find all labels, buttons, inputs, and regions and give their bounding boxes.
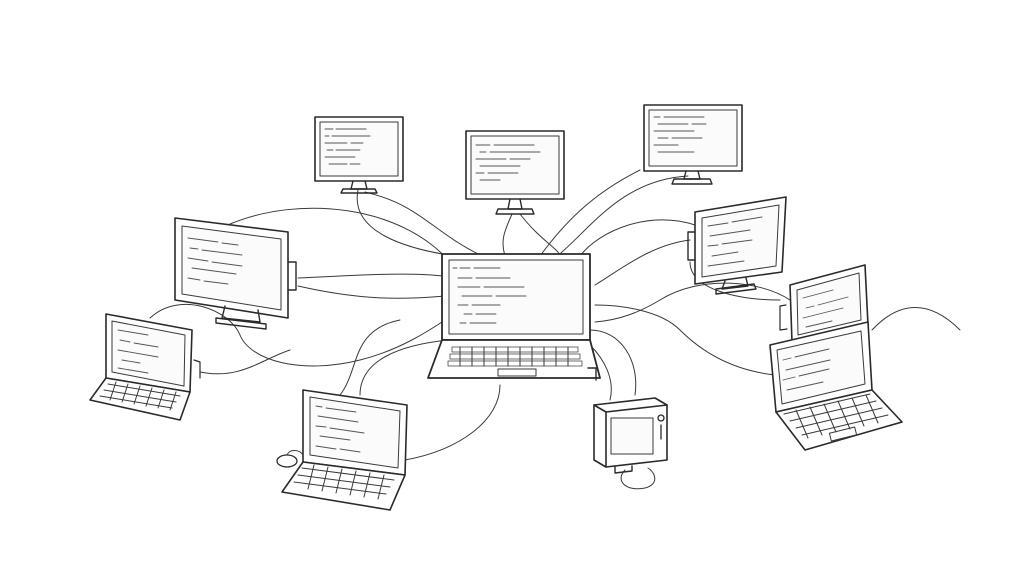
hub-keyboard [447,346,583,367]
monitor-mid-left [174,217,297,330]
laptop-right-back [779,264,869,343]
cable-server-tail [620,467,656,490]
cable-top-right-2 [539,169,641,257]
monitor-top-left [314,116,404,194]
cable-bottom-left [359,339,449,396]
cable-right-front [594,304,776,376]
laptop-bottom-left [276,389,408,511]
cable-top-left-2 [364,191,481,256]
cable-mid-left-2 [297,273,444,279]
cable-top-right [554,175,689,259]
cable-right-front-2 [871,307,961,331]
server-box [593,397,668,474]
cable-bottom-left-3 [339,319,401,396]
cable-top-center [502,213,513,257]
cable-mid-left [229,207,451,263]
cable-top-left [356,189,471,259]
cable-bottom-left-2 [404,384,501,461]
cable-mid-left-3 [297,285,446,299]
laptop-far-left [89,313,201,421]
monitor-top-right [643,104,743,185]
monitor-top-center [465,130,565,215]
hub-laptop [427,253,601,381]
cable-far-left [149,303,446,367]
cable-mid-right-2 [579,219,696,257]
cable-right-back [594,282,791,323]
cable-server [589,329,637,396]
cable-server-2 [589,344,612,401]
cable-mid-right [594,239,691,286]
laptop-right-front [769,321,903,451]
monitor-mid-right [687,196,787,295]
cable-mid-right-3 [689,261,781,301]
cable-top-center-2 [519,213,561,257]
cables [149,169,961,490]
cable-far-left-2 [199,349,291,375]
